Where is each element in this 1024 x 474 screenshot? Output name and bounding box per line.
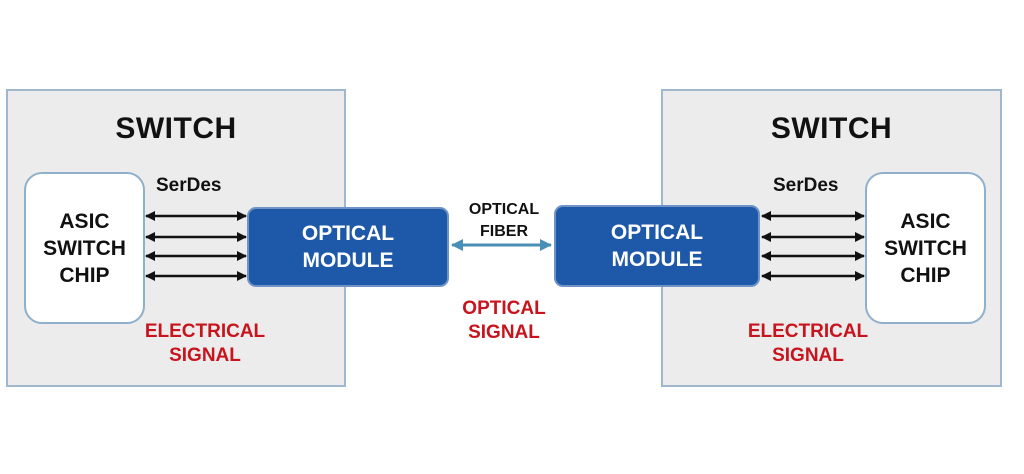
optical-signal-label: OPTICAL SIGNAL [462,298,546,343]
left-serdes-label: SerDes [156,175,222,196]
left-asic-chip-label: ASIC SWITCH CHIP [43,209,126,287]
right-asic-chip-box: ASIC SWITCH CHIP [865,172,986,324]
right-electrical-signal-label: ELECTRICAL SIGNAL [747,321,869,366]
right-switch-title: SWITCH [770,112,893,145]
right-optical-module-label: OPTICAL MODULE [610,221,704,271]
right-optical-module: OPTICAL MODULE [554,205,760,287]
right-asic-chip-label: ASIC SWITCH CHIP [884,209,967,287]
left-serdes-lanes [145,211,247,281]
left-asic-chip-box: ASIC SWITCH CHIP [24,172,145,324]
right-serdes-lanes [761,211,865,281]
left-switch-title: SWITCH [115,112,237,145]
optical-fiber-label: OPTICAL FIBER [468,201,540,240]
left-electrical-signal-label: ELECTRICAL SIGNAL [144,321,266,366]
left-optical-module-label: OPTICAL MODULE [301,222,395,272]
left-optical-module: OPTICAL MODULE [247,207,449,287]
right-serdes-label: SerDes [773,175,839,196]
